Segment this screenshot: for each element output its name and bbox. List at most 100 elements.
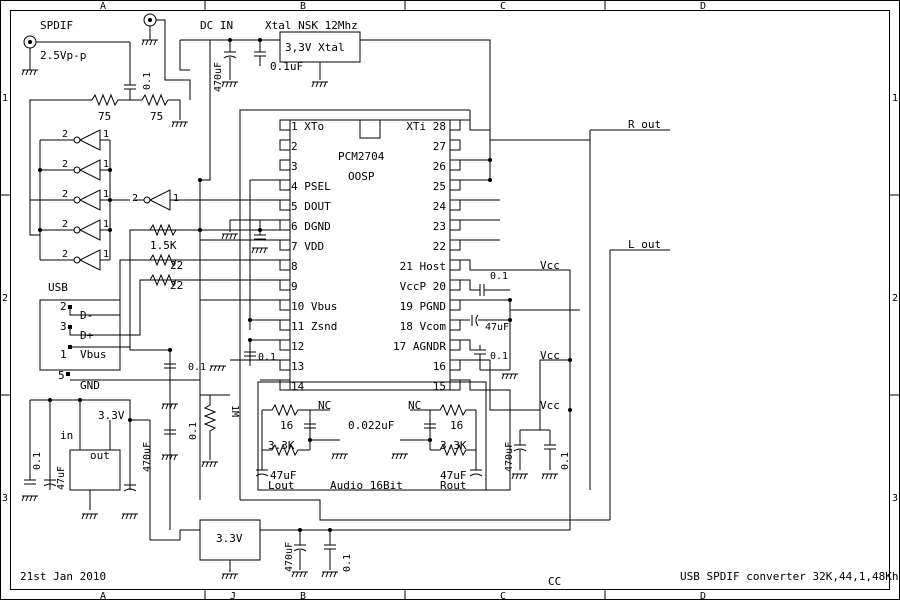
resistor-75-left-value: 75 xyxy=(98,110,111,123)
resistor-22-upper-value: 22 xyxy=(170,259,183,272)
ground-icon xyxy=(81,513,98,520)
xtal-470uf-value: 470uF xyxy=(213,62,224,92)
vcc3-cap-01-value: 0.1 xyxy=(560,452,571,470)
regulator-1-c47-value: 47uF xyxy=(56,466,67,490)
ground-icon xyxy=(21,495,38,502)
chip-right-pin-box xyxy=(449,279,461,291)
resistor-1m-value: 1M xyxy=(229,405,240,417)
inverter-2-in-pin: 1 xyxy=(103,159,109,170)
chip-pin-5: 5 DOUT xyxy=(291,200,331,213)
regulator-1-c470-value: 470uF xyxy=(142,442,153,472)
spdif-coupling-capacitor xyxy=(124,84,136,100)
inverter-bank xyxy=(29,99,290,271)
ground-icon xyxy=(541,473,558,480)
frame-col-a-top: A xyxy=(100,1,106,12)
ground-icon xyxy=(321,571,338,578)
inverter-1-in-pin: 1 xyxy=(103,129,109,140)
ground-icon xyxy=(141,39,158,46)
chip-left-pin-box xyxy=(279,239,291,251)
frame-row-1-right: 1 xyxy=(892,93,898,104)
lout-label: Lout xyxy=(268,479,295,492)
chip-left-pin-box xyxy=(279,139,291,151)
resistor-75-left xyxy=(91,93,130,107)
output-filter-frame xyxy=(257,381,487,491)
chip-pin-16: 16 xyxy=(433,360,446,373)
regulator-1-3v3-label: 3.3V xyxy=(98,409,125,422)
driver-inverter-in-pin: 1 xyxy=(173,193,179,204)
regulator-2-label: 3.3V xyxy=(216,532,243,545)
inverter-2-out-pin: 2 xyxy=(62,159,68,170)
usb-pin-3: 3 xyxy=(60,320,67,333)
frame-row-2-right: 2 xyxy=(892,293,898,304)
cap-47uf-right-value: 47uF xyxy=(440,469,467,482)
chip-pin-7: 7 VDD xyxy=(291,240,324,253)
ground-icon xyxy=(21,69,38,76)
resistor-1k5 xyxy=(140,223,200,237)
dc-in-label: DC IN xyxy=(200,19,233,32)
regulator-2-c01-value: 0.1 xyxy=(342,554,353,572)
ground-icon xyxy=(331,453,348,460)
frame-col-a-bottom: A xyxy=(100,591,106,600)
frame-row-3-right: 3 xyxy=(892,493,898,504)
chip-right-pin-box xyxy=(449,159,461,171)
xtal-title: Xtal NSK 12Mhz xyxy=(265,19,358,32)
vcom-cap-value: 47uF xyxy=(485,322,509,333)
frame-col-d-bottom: D xyxy=(700,591,706,600)
chip-pin-6: 6 DGND xyxy=(291,220,331,233)
ground-icon xyxy=(501,373,518,380)
pcm2704-chip-body xyxy=(289,119,451,391)
chip-pin-4: 4 PSEL xyxy=(291,180,331,193)
vcc-label-3: Vcc xyxy=(540,399,560,412)
chip-left-pin-box xyxy=(279,279,291,291)
chip-left-pin-box xyxy=(279,119,291,131)
chip-right-pin-box xyxy=(449,199,461,211)
chip-pin-25: 25 xyxy=(433,180,446,193)
resistor-1m-cap-value: 0.1 xyxy=(188,422,199,440)
ground-icon xyxy=(161,454,178,461)
xtal-box-label: 3,3V Xtal xyxy=(285,41,345,54)
spdif-cap-value: 0.1 xyxy=(142,72,153,90)
inverter-1-out-pin: 2 xyxy=(62,129,68,140)
regulator-1-in-label: in xyxy=(60,429,73,442)
chip-notch xyxy=(359,120,381,139)
chip-right-wiring xyxy=(460,120,611,520)
vccp-cap-value: 0.1 xyxy=(490,271,508,282)
resistor-1k5-value: 1.5K xyxy=(150,239,177,252)
resistor-3k3-left-value: 3.3K xyxy=(268,439,295,452)
chip-pin-10: 10 Vbus xyxy=(291,300,337,313)
chip-pin-26: 26 xyxy=(433,160,446,173)
resistor-1m xyxy=(199,380,230,500)
chip-pin-12: 12 xyxy=(291,340,304,353)
spdif-level-label: 2.5Vp-p xyxy=(40,49,86,62)
usb-pin-1: 1 xyxy=(60,348,67,361)
ground-icon xyxy=(511,473,528,480)
vcc-right-capacitors xyxy=(513,410,556,470)
chip-right-pin-boxes xyxy=(449,119,461,391)
chip-left-pin-box xyxy=(279,259,291,271)
resistor-22-lower xyxy=(140,273,190,287)
chip-pin-22: 22 xyxy=(433,240,446,253)
regulator-2-wiring xyxy=(180,410,571,572)
cap-0022uf-value: 0.022uF xyxy=(348,419,394,432)
chip-right-pin-box xyxy=(449,379,461,391)
usb-pin-2: 2 xyxy=(60,300,67,313)
ground-icon xyxy=(221,573,238,580)
chip-left-pin-boxes xyxy=(279,119,291,391)
chip-suffix: OOSP xyxy=(348,170,375,183)
frame-col-b-bottom: B xyxy=(300,591,306,600)
inverter-4-out-pin: 2 xyxy=(62,219,68,230)
frame-col-b-top: B xyxy=(300,1,306,12)
chip-left-pin-box xyxy=(279,339,291,351)
chip-right-pin-box xyxy=(449,139,461,151)
frame-col-j-bottom: J xyxy=(230,591,236,600)
chip-left-pin-box xyxy=(279,319,291,331)
resistor-16-right-value: 16 xyxy=(450,419,463,432)
frame-col-c-top: C xyxy=(500,1,506,12)
chip-right-pin-box xyxy=(449,259,461,271)
pin12-cap-value: 0.1 xyxy=(258,352,276,363)
chip-right-pin-box xyxy=(449,219,461,231)
usb-gnd-label: GND xyxy=(80,379,100,392)
chip-pin-20: VccP 20 xyxy=(400,280,446,293)
chip-pin-8: 8 xyxy=(291,260,298,273)
nc-left-label: NC xyxy=(318,399,331,412)
